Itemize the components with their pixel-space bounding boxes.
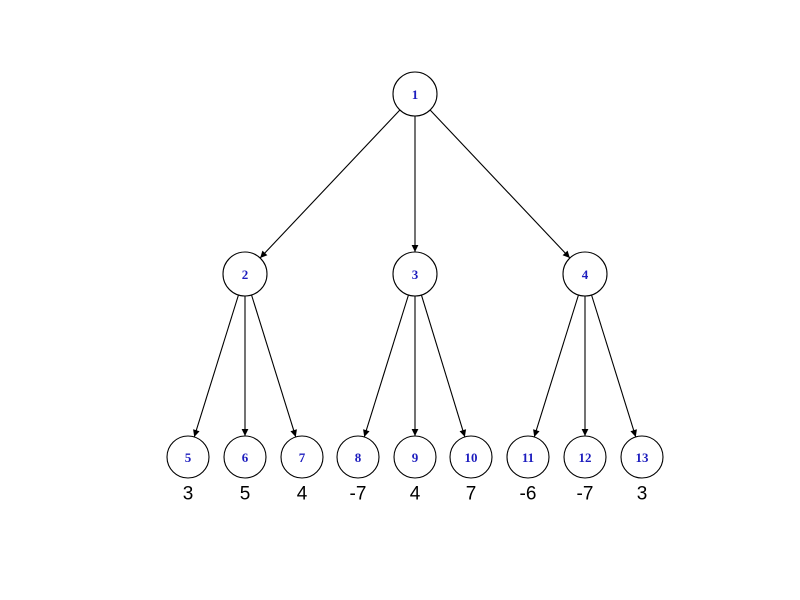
node-label: 12 [579,450,592,465]
edge-arrowhead [581,429,589,436]
edge-arrowhead [290,429,297,437]
node-circle[interactable] [563,435,607,479]
node-circle[interactable] [393,435,437,479]
node-circle[interactable] [392,71,438,117]
tree-node-11[interactable]: 11 [506,435,550,479]
tree-edge [581,296,589,436]
tree-edge [251,294,297,438]
tree-edge [259,109,401,259]
tree-node-4[interactable]: 4 [562,251,608,297]
tree-edge [193,294,239,438]
edge-arrowhead [193,429,200,437]
node-label: 3 [412,267,419,282]
edge-arrowhead [260,250,268,259]
tree-edge [241,296,249,436]
node-label: 13 [636,450,650,465]
tree-edge [363,294,409,438]
node-circle[interactable] [562,251,608,297]
node-label: 2 [242,267,249,282]
edges-layer [193,109,637,438]
leaf-value-11: -6 [520,484,537,505]
edge-arrowhead [459,429,467,437]
node-label: 7 [299,450,306,465]
leaf-value-7: 4 [297,484,308,505]
edge-arrowhead [533,429,540,437]
leaf-value-5: 3 [183,484,194,505]
node-label: 11 [522,450,534,465]
leaf-value-9: 4 [410,484,421,505]
tree-edge [429,109,571,259]
tree-node-10[interactable]: 10 [449,435,493,479]
node-label: 5 [185,450,192,465]
tree-node-7[interactable]: 7 [280,435,324,479]
edge-arrowhead [562,250,570,259]
leaf-value-6: 5 [240,484,251,505]
node-circle[interactable] [336,435,380,479]
tree-node-5[interactable]: 5 [166,435,210,479]
node-label: 1 [412,87,419,102]
edge-arrowhead [241,429,249,436]
node-circle[interactable] [222,251,268,297]
node-label: 6 [242,450,249,465]
node-circle[interactable] [506,435,550,479]
edge-arrowhead [411,245,419,252]
tree-node-3[interactable]: 3 [392,251,438,297]
edge-arrowhead [630,429,637,437]
tree-node-8[interactable]: 8 [336,435,380,479]
node-label: 8 [355,450,362,465]
tree-edge [533,294,579,438]
tree-edge [411,116,419,252]
node-circle[interactable] [392,251,438,297]
tree-node-1[interactable]: 1 [392,71,438,117]
tree-edge [591,294,637,438]
tree-node-13[interactable]: 13 [620,435,664,479]
leaf-value-13: 3 [637,484,648,505]
tree-node-9[interactable]: 9 [393,435,437,479]
tree-node-2[interactable]: 2 [222,251,268,297]
node-label: 10 [465,450,478,465]
edge-arrowhead [411,429,419,436]
node-circle[interactable] [223,435,267,479]
node-circle[interactable] [280,435,324,479]
tree-node-12[interactable]: 12 [563,435,607,479]
node-circle[interactable] [449,435,493,479]
tree-edge [411,296,419,436]
node-label: 4 [582,267,589,282]
node-circle[interactable] [166,435,210,479]
leaf-value-12: -7 [577,484,594,505]
node-circle[interactable] [620,435,664,479]
leaf-value-10: 7 [466,484,477,505]
node-label: 9 [412,450,419,465]
leaf-values-layer: 3 5 4 -7 4 7 -6 -7 3 [183,484,648,505]
leaf-value-8: -7 [350,484,367,505]
tree-node-6[interactable]: 6 [223,435,267,479]
tree-edge [420,294,467,438]
edge-arrowhead [363,429,370,437]
